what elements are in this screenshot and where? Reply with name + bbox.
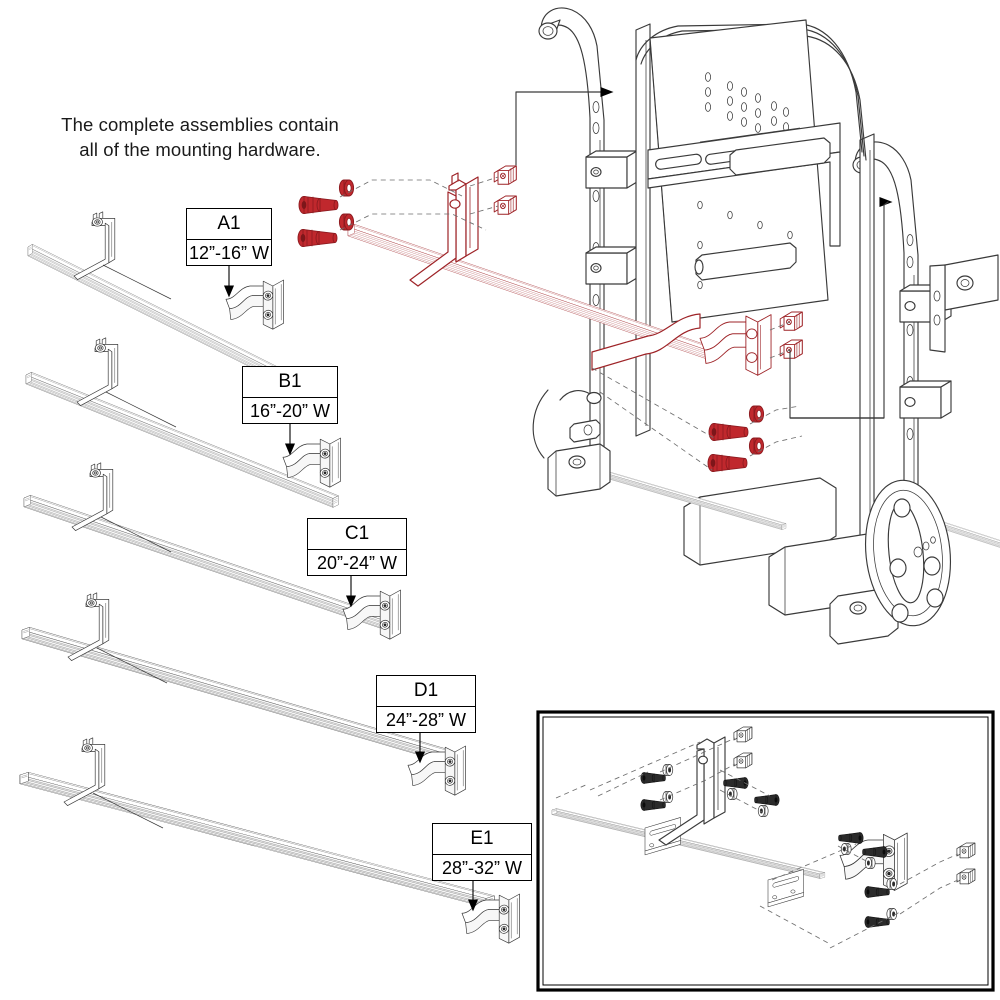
assembly-b1	[25, 337, 341, 508]
callout-label-a1[interactable]: A1 12”-16” W	[186, 208, 272, 266]
callout-code-e1: E1	[433, 824, 531, 855]
callout-size-e1: 28”-32” W	[441, 858, 522, 878]
callout-label-b1[interactable]: B1 16”-20” W	[242, 366, 338, 424]
callout-size-d1: 24”-28” W	[385, 710, 466, 730]
assembly-a1	[27, 211, 284, 380]
left-bracket-red	[409, 172, 479, 287]
callout-size-b1: 16”-20” W	[249, 401, 330, 421]
callout-label-e1[interactable]: E1 28”-32” W	[432, 823, 532, 881]
assembly-e1	[19, 737, 520, 944]
assembly-c1	[23, 462, 401, 640]
callout-leaders	[223, 266, 479, 912]
highlighted-exploded-assembly	[297, 87, 893, 473]
wheelchair-frame	[532, 7, 1000, 645]
callout-code-c1: C1	[308, 519, 406, 550]
callout-code-d1: D1	[377, 676, 475, 707]
assembly-d1	[21, 592, 466, 796]
note-line-1: The complete assemblies contain	[61, 114, 339, 135]
callout-code-a1: A1	[187, 209, 271, 240]
callout-code-b1: B1	[243, 367, 337, 398]
instruction-note: The complete assemblies contain all of t…	[40, 112, 360, 162]
callout-size-c1: 20”-24” W	[316, 553, 397, 573]
hardware-detail-inset	[536, 710, 995, 992]
callout-label-c1[interactable]: C1 20”-24” W	[307, 518, 407, 576]
assembly-list	[19, 211, 520, 944]
inset-left-bracket	[658, 736, 726, 846]
note-line-2: all of the mounting hardware.	[79, 139, 321, 160]
callout-label-d1[interactable]: D1 24”-28” W	[376, 675, 476, 733]
callout-size-a1: 12”-16” W	[188, 243, 269, 263]
